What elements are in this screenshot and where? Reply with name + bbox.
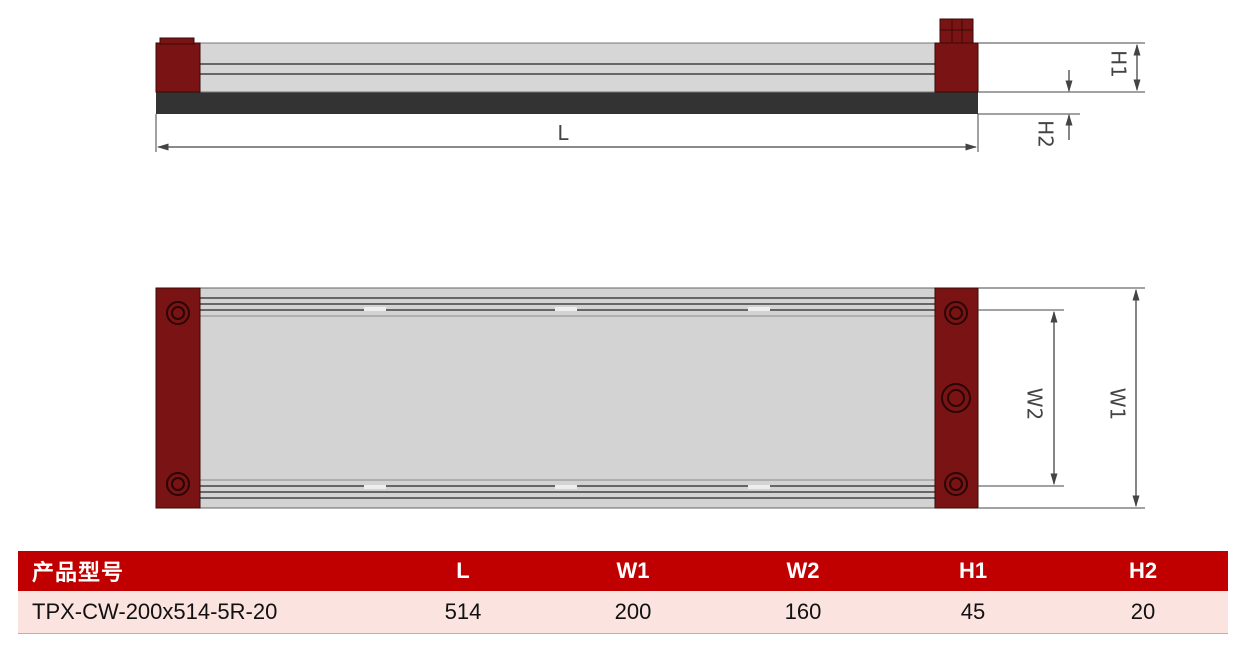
side-left-end-block xyxy=(155,42,201,93)
cell-H1: 45 xyxy=(888,591,1058,634)
cell-W1: 200 xyxy=(548,591,718,634)
dim-label-W1: W1 xyxy=(1106,388,1130,421)
top-left-end-block xyxy=(155,287,201,509)
top-rail-body xyxy=(199,287,936,509)
header-model: 产品型号 xyxy=(18,551,378,591)
dim-label-H2: H2 xyxy=(1034,120,1058,148)
header-W2: W2 xyxy=(718,551,888,591)
dim-label-H1: H1 xyxy=(1107,50,1131,78)
table-row: TPX-CW-200x514-5R-20 514 200 160 45 20 xyxy=(18,591,1228,634)
cell-model: TPX-CW-200x514-5R-20 xyxy=(18,591,378,634)
dim-label-L: L xyxy=(557,121,569,145)
cell-W2: 160 xyxy=(718,591,888,634)
table-header-row: 产品型号 L W1 W2 H1 H2 xyxy=(18,551,1228,591)
header-W1: W1 xyxy=(548,551,718,591)
technical-drawing: L H1 H2 xyxy=(155,18,1145,509)
mounting-holes xyxy=(166,301,971,496)
dim-label-W2: W2 xyxy=(1023,388,1047,421)
side-right-end-block xyxy=(934,42,979,93)
cell-L: 514 xyxy=(378,591,548,634)
side-connector xyxy=(939,18,974,44)
header-H2: H2 xyxy=(1058,551,1228,591)
side-rail-body xyxy=(199,42,936,93)
header-H1: H1 xyxy=(888,551,1058,591)
top-view: W2 W1 xyxy=(155,287,1145,509)
side-base-plate xyxy=(156,92,978,114)
cell-H2: 20 xyxy=(1058,591,1228,634)
header-L: L xyxy=(378,551,548,591)
side-view: L H1 H2 xyxy=(155,18,1145,152)
spec-table: 产品型号 L W1 W2 H1 H2 TPX-CW-200x514-5R-20 … xyxy=(18,551,1228,634)
